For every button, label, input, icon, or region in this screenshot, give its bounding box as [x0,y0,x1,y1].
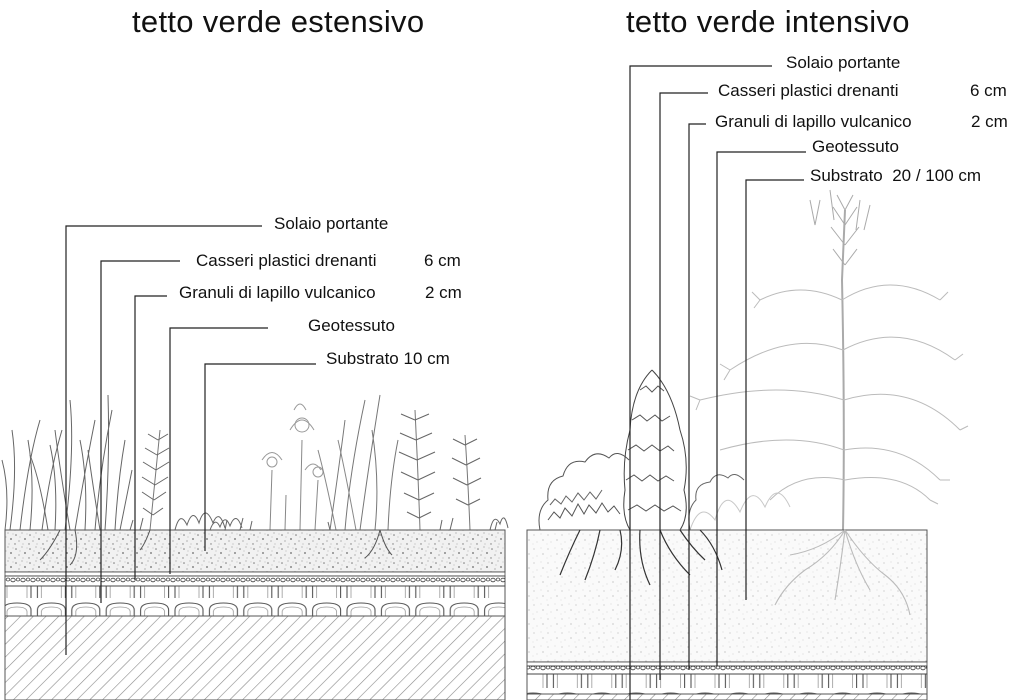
intensive-label-granuli: Granuli di lapillo vulcanico [715,112,912,131]
intensive-label-casseri: Casseri plastici drenanti [718,81,899,100]
intensive-layers [526,529,928,700]
extensive-title: tetto verde estensivo [132,4,425,39]
intensive-vegetation [538,189,969,531]
extensive-label-geotessuto: Geotessuto [308,316,395,335]
intensive-label-geotessuto: Geotessuto [812,137,899,156]
intensive-label-solaio: Solaio portante [786,53,901,72]
extensive-label-granuli: Granuli di lapillo vulcanico [179,283,376,302]
extensive-leader-lines [65,225,316,655]
intensive-title: tetto verde intensivo [626,4,910,39]
intensive-leader-lines [629,65,806,700]
extensive-value-casseri: 6 cm [424,251,461,270]
extensive-label-casseri: Casseri plastici drenanti [196,251,377,270]
extensive-vegetation [1,394,509,531]
extensive-value-granuli: 2 cm [425,283,462,302]
intensive-value-granuli: 2 cm [971,112,1008,131]
intensive-label-substrato: Substrato 20 / 100 cm [810,166,982,185]
extensive-label-substrato: Substrato 10 cm [326,349,450,368]
extensive-label-solaio: Solaio portante [274,214,389,233]
extensive-layers [4,529,506,700]
intensive-value-casseri: 6 cm [970,81,1007,100]
